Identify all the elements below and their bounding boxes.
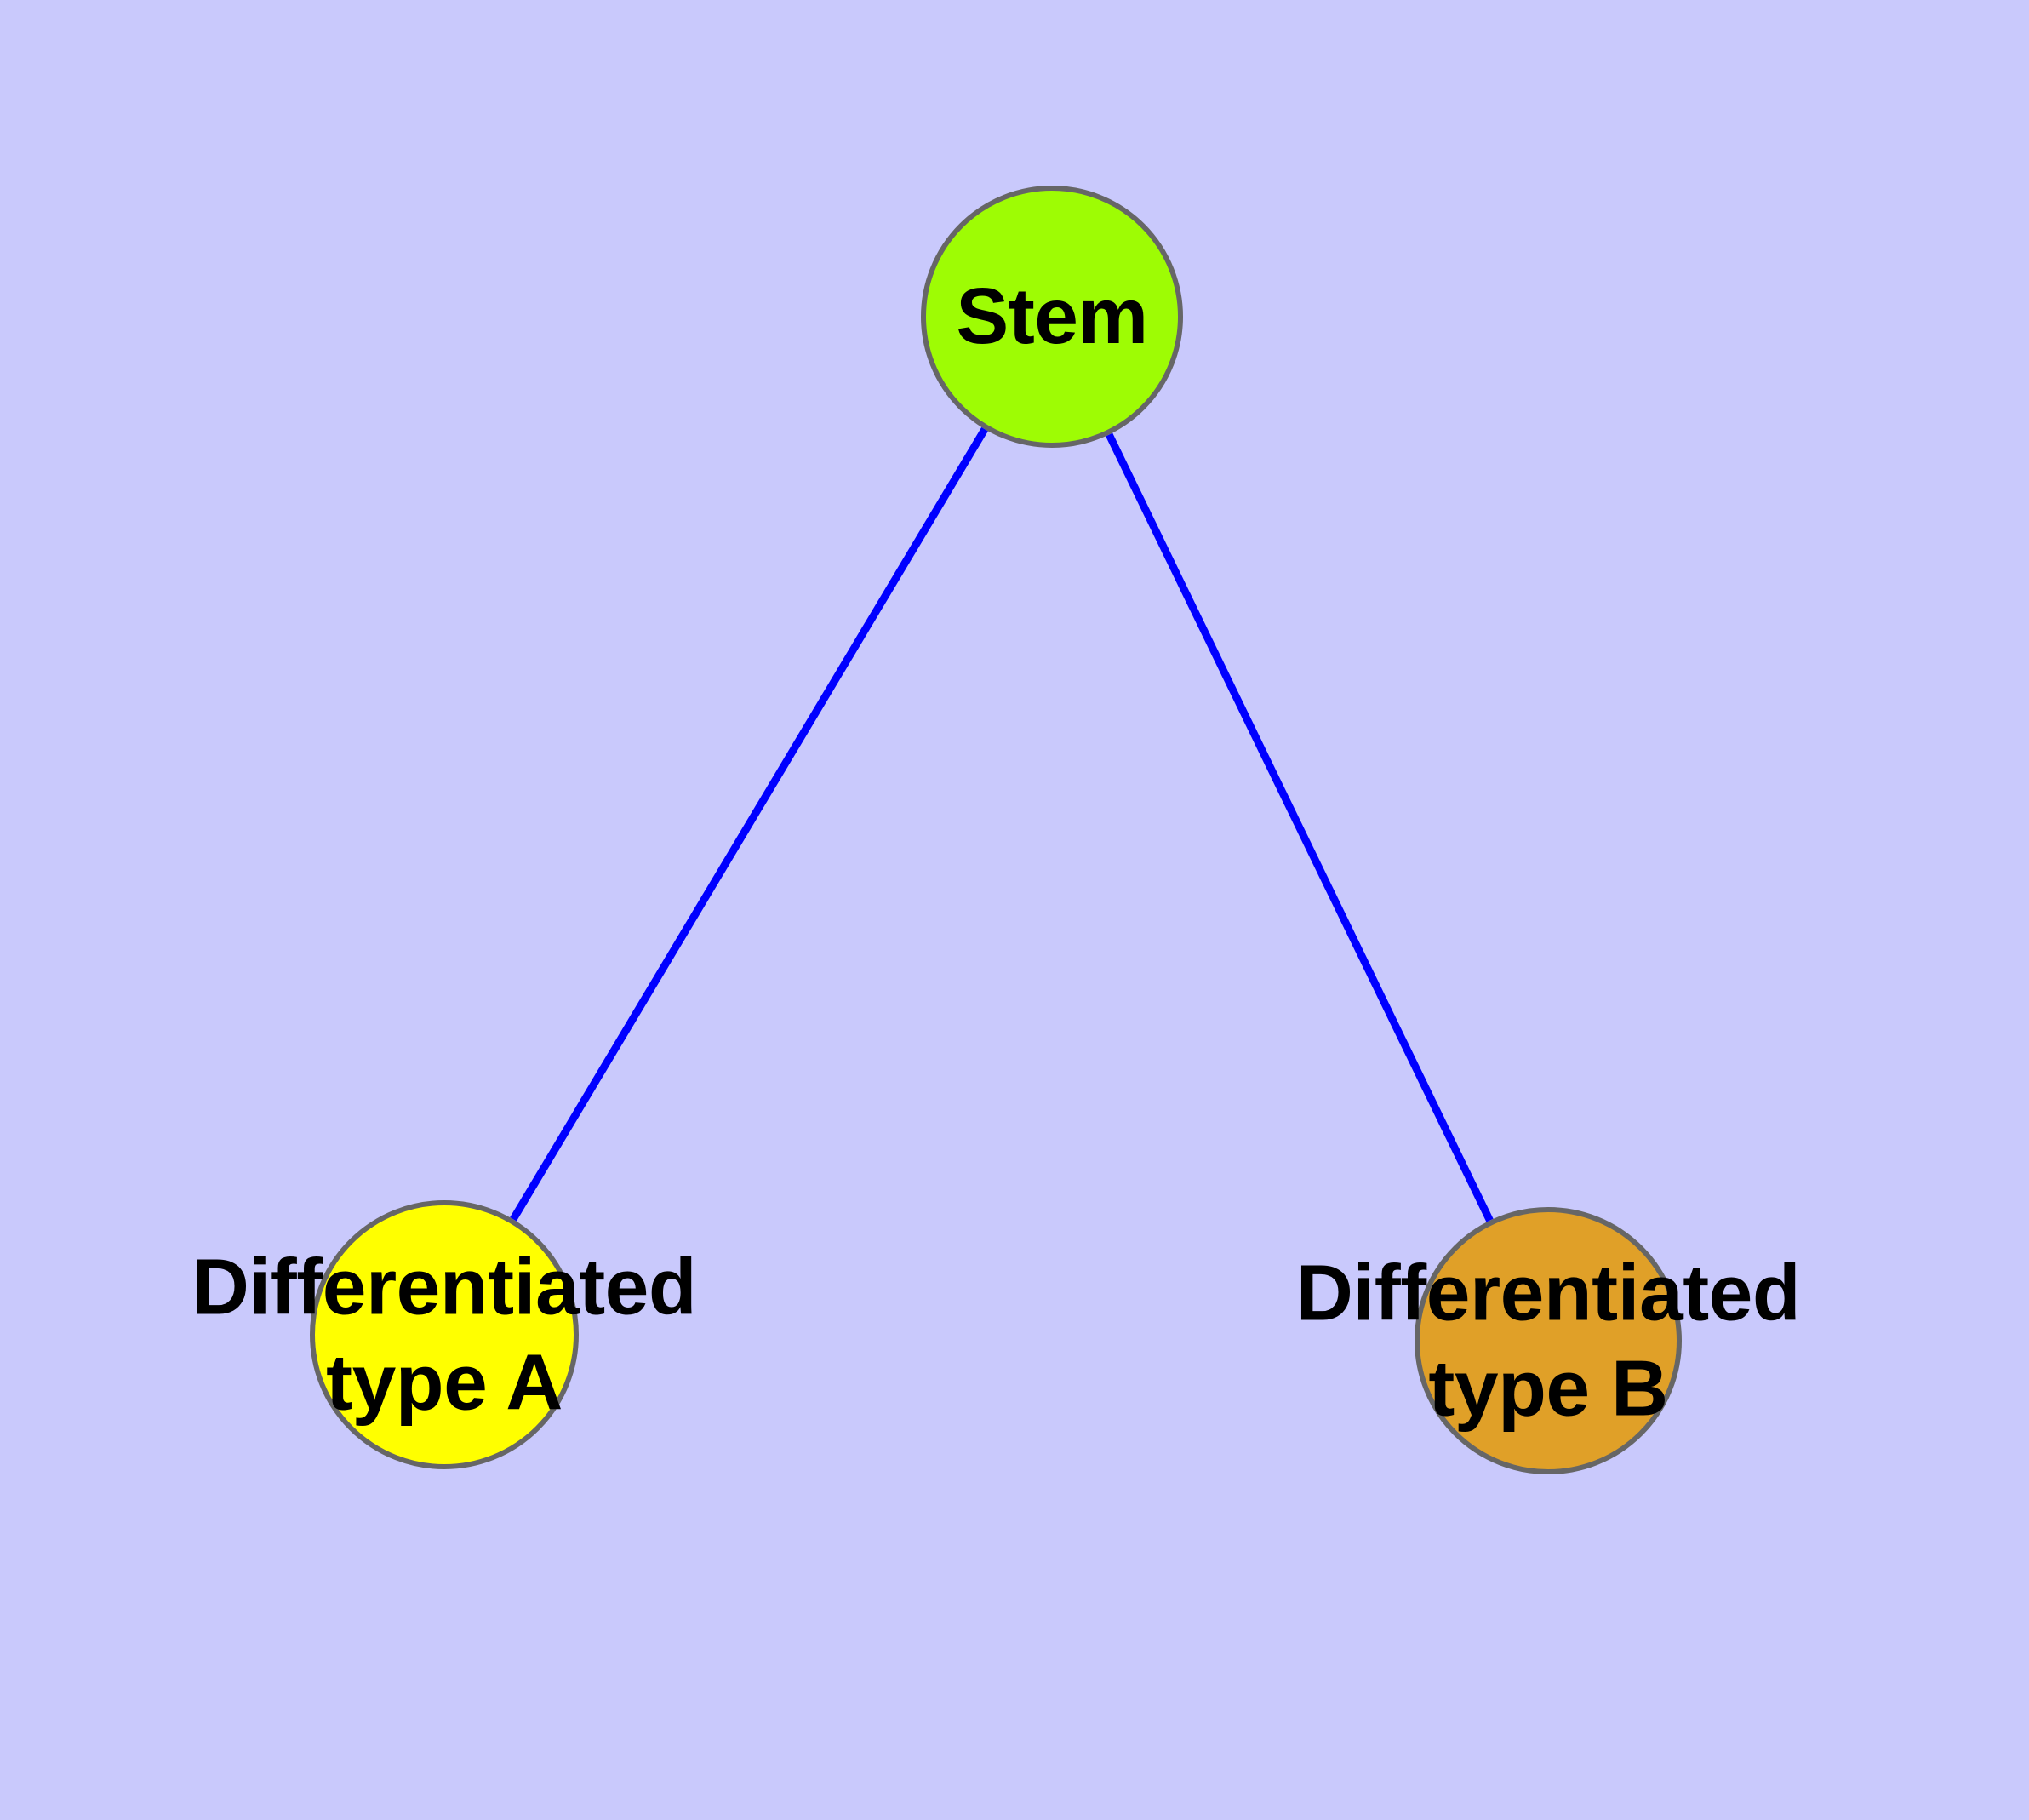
graph-node-stem[interactable] [921,186,1183,448]
edge-layer [510,426,1494,1222]
node-layer [310,186,1682,1474]
graph-node-diff_b[interactable] [1415,1207,1682,1474]
graph-node-diff_a[interactable] [310,1200,579,1469]
graph-edge[interactable] [1106,432,1494,1222]
graph-edge[interactable] [510,426,988,1222]
